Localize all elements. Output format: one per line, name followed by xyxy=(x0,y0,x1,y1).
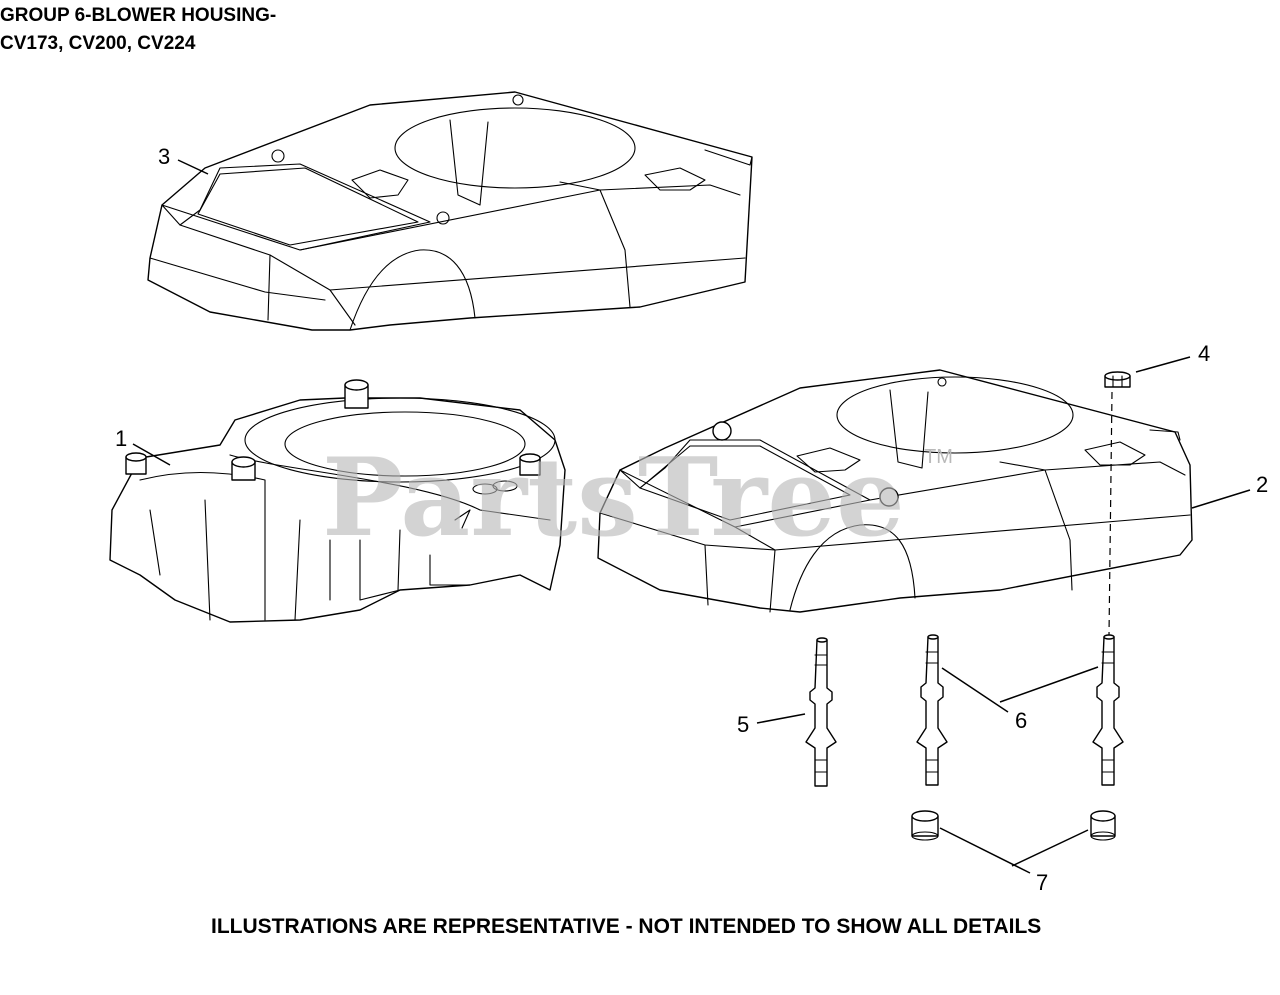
callout-6: 6 xyxy=(1015,708,1027,733)
part-7-spacer-left[interactable] xyxy=(911,810,939,841)
leader-line-3 xyxy=(177,159,209,175)
watermark-text: PartsTree xyxy=(322,435,905,561)
alignment-dashed-line xyxy=(1108,391,1113,636)
watermark-trademark: TM xyxy=(924,446,953,468)
title-line-2: CV173, CV200, CV224 xyxy=(0,33,196,54)
callout-5: 5 xyxy=(737,712,749,737)
part-3-blower-housing-cover[interactable] xyxy=(147,91,753,331)
callout-7: 7 xyxy=(1036,870,1048,895)
leader-line-5 xyxy=(756,713,806,724)
leader-line-6a xyxy=(941,667,1009,713)
callout-2: 2 xyxy=(1256,472,1268,497)
page-title: GROUP 6-BLOWER HOUSING- CV173, CV200, CV… xyxy=(0,2,276,58)
leader-line-1 xyxy=(132,443,171,466)
callout-1: 1 xyxy=(115,426,127,451)
leader-line-4 xyxy=(1135,356,1191,373)
part-6-stud-left[interactable] xyxy=(916,634,948,786)
leader-line-2 xyxy=(1191,489,1251,509)
part-6-stud-right[interactable] xyxy=(1092,634,1124,786)
callout-4: 4 xyxy=(1198,341,1210,366)
part-7-spacer-right[interactable] xyxy=(1090,810,1116,841)
title-line-1: GROUP 6-BLOWER HOUSING- xyxy=(0,5,277,26)
leader-line-6b xyxy=(999,666,1099,703)
leader-line-7b xyxy=(1011,829,1089,867)
part-5-stud[interactable] xyxy=(805,637,837,787)
part-4-nut[interactable] xyxy=(1104,371,1131,388)
callout-3: 3 xyxy=(158,144,170,169)
part-1-blower-housing[interactable] xyxy=(109,379,566,623)
footer-disclaimer: ILLUSTRATIONS ARE REPRESENTATIVE - NOT I… xyxy=(211,915,1042,938)
leader-line-7a xyxy=(939,827,1031,874)
part-2-blower-housing-cover[interactable] xyxy=(597,369,1193,613)
